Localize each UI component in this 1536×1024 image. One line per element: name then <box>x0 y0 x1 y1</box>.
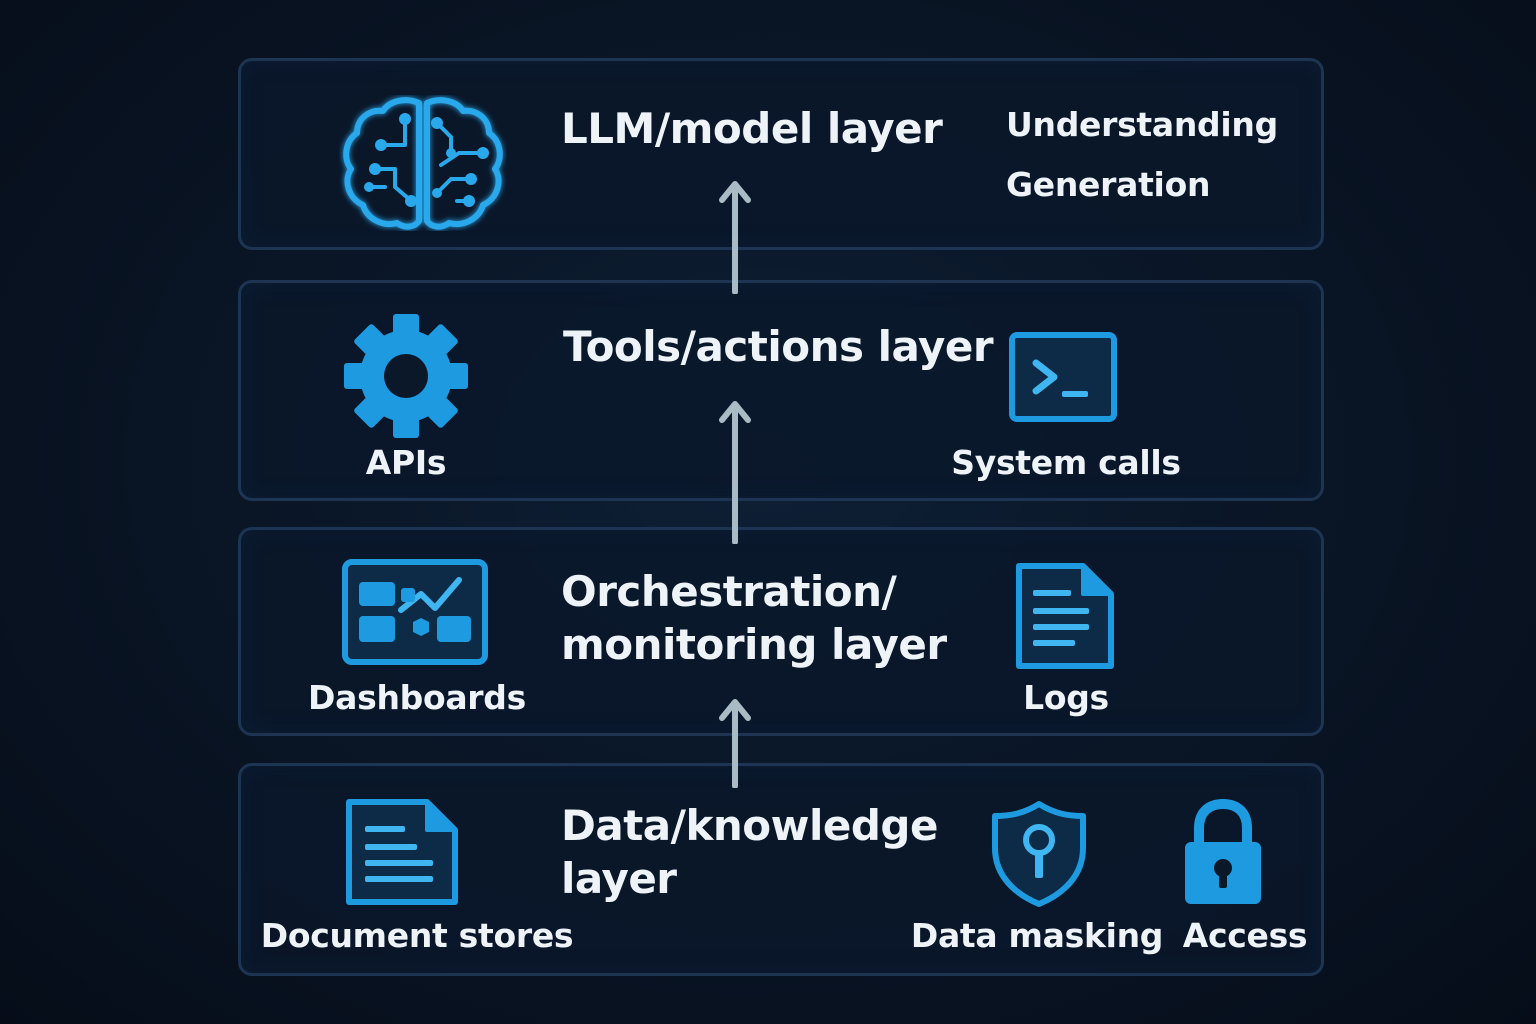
logs-label: Logs <box>1023 678 1109 717</box>
dashboard-icon <box>341 558 489 666</box>
llm-item-generation: Generation <box>1006 165 1211 204</box>
arrow-data-to-orchestration <box>719 696 751 792</box>
gear-icon <box>341 311 471 441</box>
terminal-icon <box>1008 331 1118 423</box>
apis-label: APIs <box>365 443 447 482</box>
document-stores-label: Document stores <box>260 916 574 955</box>
document-icon <box>343 796 461 908</box>
shield-key-icon <box>989 798 1089 908</box>
orchestration-layer-title-line2: monitoring layer <box>561 620 947 669</box>
data-layer-title-line2: layer <box>561 854 677 903</box>
arrow-orchestration-to-tools <box>719 398 751 548</box>
system-calls-label: System calls <box>951 443 1181 482</box>
dashboards-label: Dashboards <box>308 678 526 717</box>
data-masking-label: Data masking <box>910 916 1164 955</box>
tools-actions-layer-panel: APIs Tools/actions layer System calls <box>238 280 1324 501</box>
access-label: Access <box>1182 916 1308 955</box>
data-knowledge-layer-panel: Document stores Data/knowledge layer Dat… <box>238 763 1324 976</box>
llm-model-layer-panel: LLM/model layer Understanding Generation <box>238 58 1324 250</box>
brain-circuit-icon <box>339 95 507 231</box>
padlock-icon <box>1181 798 1265 908</box>
orchestration-monitoring-layer-panel: Dashboards Orchestration/ monitoring lay… <box>238 527 1324 736</box>
arrow-tools-to-llm <box>719 178 751 298</box>
log-document-icon <box>1013 560 1117 672</box>
tools-layer-title: Tools/actions layer <box>563 322 994 371</box>
llm-layer-title: LLM/model layer <box>561 104 943 153</box>
llm-item-understanding: Understanding <box>1006 105 1278 144</box>
orchestration-layer-title-line1: Orchestration/ <box>561 567 897 616</box>
data-layer-title-line1: Data/knowledge <box>561 801 938 850</box>
